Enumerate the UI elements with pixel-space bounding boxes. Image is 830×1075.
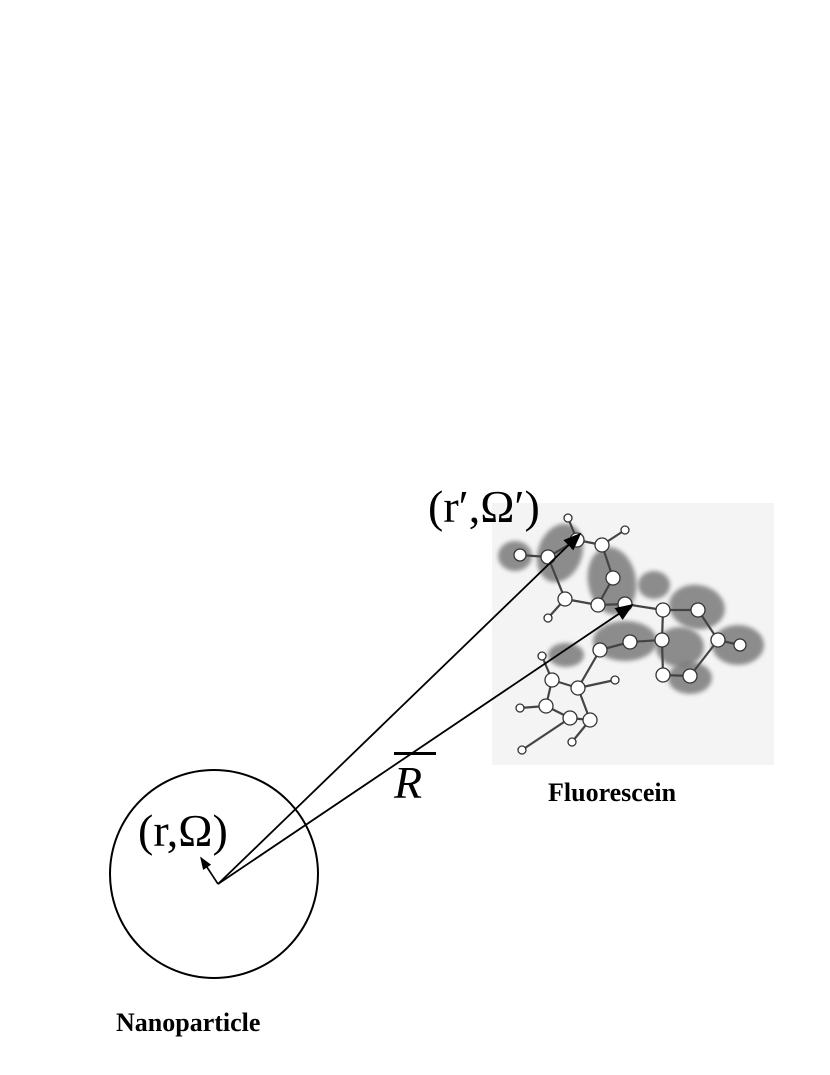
hydrogen-atom	[515, 703, 525, 713]
hydrogen-atom	[620, 525, 630, 535]
molecule-atom	[582, 712, 598, 728]
molecule-atom	[592, 642, 608, 658]
molecule-atom	[513, 548, 527, 562]
inner-position-arrow	[200, 856, 219, 885]
molecule-atom	[682, 668, 698, 684]
orbital-lobe	[638, 571, 670, 599]
vector-overbar	[394, 752, 436, 755]
vector-to-r-prime	[217, 532, 582, 885]
molecule-atom	[570, 680, 586, 696]
molecule-bond	[521, 717, 571, 751]
hydrogen-atom	[517, 745, 527, 755]
nanoparticle-label: Nanoparticle	[116, 1008, 261, 1037]
orbital-lobe	[548, 643, 584, 667]
molecule-atom	[655, 667, 671, 683]
hydrogen-atom	[537, 651, 547, 661]
fluorescein-molecule	[492, 503, 774, 765]
vector-R	[217, 603, 634, 885]
molecule-atom	[538, 698, 554, 714]
molecule-atom	[557, 591, 573, 607]
nanoparticle-circle	[109, 769, 319, 979]
hydrogen-atom	[610, 675, 620, 685]
hydrogen-atom	[543, 613, 553, 623]
molecule-atom	[594, 537, 610, 553]
molecule-atom	[590, 597, 606, 613]
hydrogen-atom	[567, 737, 577, 747]
molecule-atom	[544, 672, 560, 688]
outer-coordinate-label: (r′,Ω′)	[428, 481, 540, 532]
molecule-atom	[569, 532, 585, 548]
molecule-atom	[562, 710, 578, 726]
molecule-atom	[622, 634, 638, 650]
distance-vector-symbol: R	[394, 757, 423, 808]
hydrogen-atom	[563, 513, 573, 523]
molecule-atom	[654, 632, 670, 648]
molecule-atom	[540, 549, 556, 565]
molecule-atom	[605, 570, 621, 586]
molecule-atom	[710, 632, 726, 648]
fluorescein-label: Fluorescein	[548, 778, 677, 807]
inner-coordinate-label: (r,Ω)	[138, 805, 228, 856]
molecule-atom	[655, 602, 671, 618]
molecule-atom	[690, 602, 706, 618]
molecule-atom	[733, 638, 747, 652]
